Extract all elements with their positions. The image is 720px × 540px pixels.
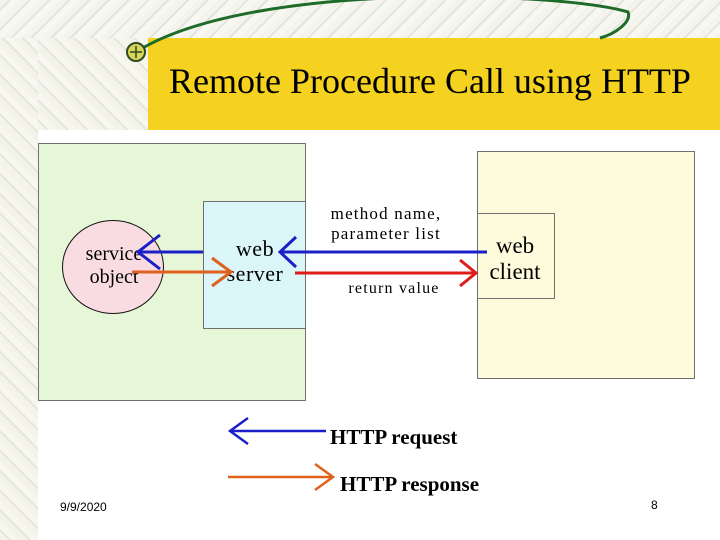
slide-date: 9/9/2020 [60,500,107,514]
return-message-label: return value [348,280,440,297]
background-pattern-left [0,0,38,540]
legend-response-label: HTTP response [340,472,480,496]
service-object-oval [62,220,164,314]
web-client-box [477,213,555,299]
decorative-swoosh [126,0,631,62]
slide-title: Remote Procedure Call using HTTP [169,61,691,101]
slide-page-number: 8 [651,498,658,512]
title-band [148,38,720,130]
request-message-label: method name, parameter list [330,204,442,243]
web-server-label: web server [226,236,284,287]
service-object-label: service object [85,243,143,288]
web-client-label: web client [489,233,541,285]
legend-request-label: HTTP request [330,425,458,449]
